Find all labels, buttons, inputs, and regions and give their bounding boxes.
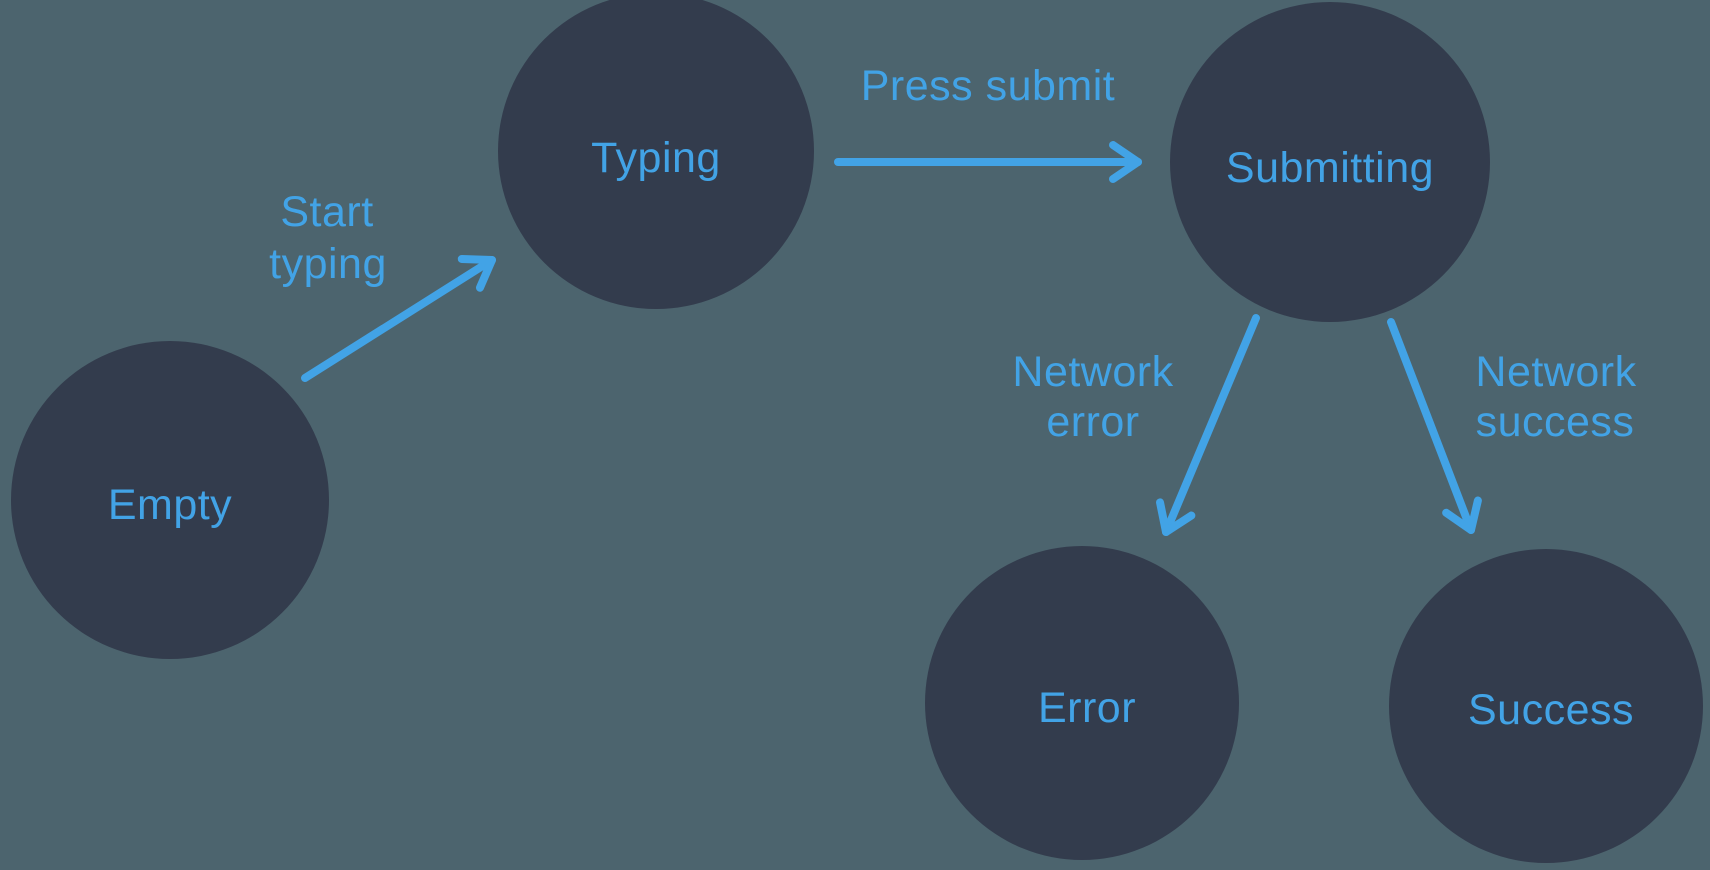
state-node-typing xyxy=(498,0,814,309)
state-node-success xyxy=(1389,549,1703,863)
transition-label-start-typing-line1: Start xyxy=(280,188,373,236)
state-node-error xyxy=(925,546,1239,860)
state-label-submitting: Submitting xyxy=(1226,144,1434,192)
transition-label-network-error-line2: error xyxy=(1046,398,1139,446)
state-node-empty xyxy=(11,341,329,659)
transition-label-network-success-line1: Network xyxy=(1475,348,1636,396)
transition-arrow-network-success xyxy=(1387,318,1482,534)
state-label-error: Error xyxy=(1038,684,1136,732)
transition-label-start-typing-line2: typing xyxy=(269,240,387,288)
state-label-typing: Typing xyxy=(591,134,721,182)
transition-label-network-success-line2: success xyxy=(1476,398,1635,446)
state-label-success: Success xyxy=(1468,686,1634,734)
transition-label-press-submit: Press submit xyxy=(861,62,1116,110)
transition-arrow-network-error xyxy=(1156,314,1260,536)
transition-arrow-start-typing xyxy=(301,254,496,382)
state-label-empty: Empty xyxy=(108,481,232,529)
state-node-submitting xyxy=(1170,2,1490,322)
transition-label-network-error-line1: Network xyxy=(1012,348,1173,396)
